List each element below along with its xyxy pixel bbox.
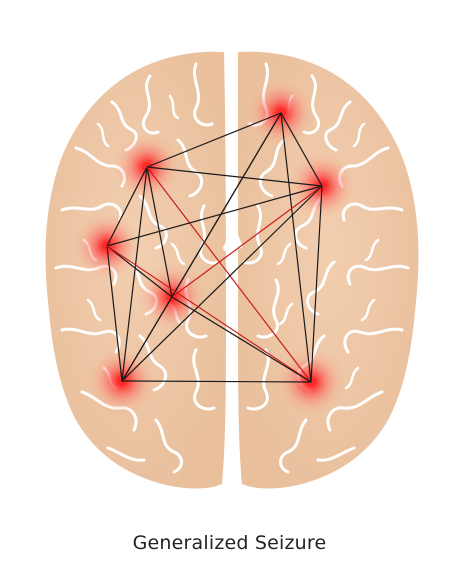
connection-left-occipital-to-right-occipital (121, 380, 312, 383)
connection-left-frontal-to-right-frontal (146, 112, 282, 168)
connection-right-mid-to-left-occipital (121, 185, 323, 382)
connection-left-frontal-to-right-mid (146, 166, 323, 187)
connection-left-frontal-to-left-temporal (106, 166, 148, 247)
connection-left-frontal-to-left-occipital (121, 166, 148, 382)
connection-left-frontal-to-left-central (146, 166, 173, 298)
connection-left-temporal-to-left-central (106, 245, 173, 298)
connection-left-frontal-to-right-occipital (146, 166, 312, 383)
seizure-network-lines (106, 112, 323, 383)
connection-left-central-to-left-occipital (121, 296, 173, 382)
connection-left-temporal-to-left-occipital (106, 245, 123, 382)
connection-right-frontal-to-right-occipital (280, 112, 312, 383)
connection-right-mid-to-left-temporal (106, 185, 323, 247)
connection-right-mid-to-left-central (171, 185, 323, 298)
connection-left-central-to-right-occipital (171, 296, 312, 383)
connection-right-mid-to-right-occipital (310, 185, 323, 383)
connection-right-frontal-to-right-mid (280, 112, 323, 187)
connection-left-temporal-to-right-occipital (106, 245, 312, 383)
figure-caption: Generalized Seizure (132, 532, 327, 554)
